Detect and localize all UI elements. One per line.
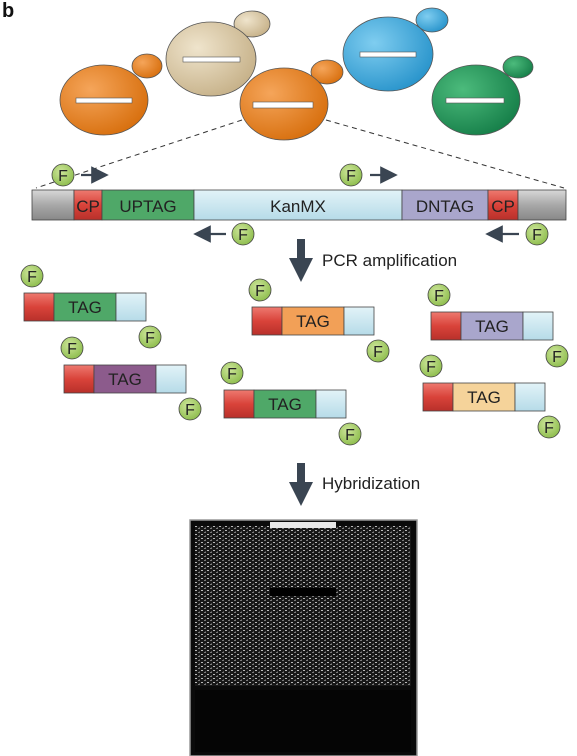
array-dark-band	[270, 588, 336, 596]
pcr-products: TAG F F TAG F F TAG F F TAG F F TAG F F TAG F F	[20, 264, 569, 446]
svg-text:F: F	[346, 168, 356, 185]
fluor-icon: F	[51, 163, 75, 187]
tag-product: TAG F F	[419, 354, 561, 439]
uptag-segment	[101, 189, 195, 221]
svg-text:F: F	[27, 269, 37, 286]
step-arrow-pcr	[289, 239, 313, 282]
fluor-icon: F	[419, 354, 443, 378]
svg-text:F: F	[426, 359, 436, 376]
svg-text:F: F	[58, 168, 68, 185]
tag-product: TAG F F	[220, 361, 362, 446]
cassette-fluors: F F F F	[51, 163, 549, 246]
hybridization-label: Hybridization	[322, 474, 421, 493]
fluor-icon: F	[366, 339, 390, 363]
tag-label: TAG	[108, 370, 142, 389]
cp-label-right: CP	[491, 197, 515, 216]
microarray-image	[189, 519, 418, 756]
fluor-icon: F	[220, 361, 244, 385]
fluor-icon: F	[138, 325, 162, 349]
fluor-icon: F	[537, 415, 561, 439]
fluor-icon: F	[525, 222, 549, 246]
svg-text:F: F	[227, 366, 237, 383]
dntag-label: DNTAG	[416, 197, 474, 216]
svg-text:F: F	[373, 344, 383, 361]
fluor-icon: F	[20, 264, 44, 288]
tag-product: TAG F F	[427, 283, 569, 368]
svg-text:F: F	[185, 402, 195, 419]
fluor-icon: F	[339, 163, 363, 187]
svg-text:F: F	[544, 420, 554, 437]
kanmx-segment	[193, 189, 403, 221]
svg-text:F: F	[238, 227, 248, 244]
yeast-cell-orange-center	[239, 59, 344, 141]
yeast-cells	[59, 7, 534, 141]
kanmx-label: KanMX	[270, 197, 326, 216]
yeast-cell-orange-left	[59, 53, 163, 136]
tag-product: TAG F F	[60, 336, 202, 421]
array-barcode	[270, 522, 336, 528]
svg-text:F: F	[67, 341, 77, 358]
svg-text:F: F	[532, 227, 542, 244]
tag-label: TAG	[296, 312, 330, 331]
tag-product: TAG F F	[248, 278, 390, 363]
fluor-icon: F	[60, 336, 84, 360]
tag-label: TAG	[475, 317, 509, 336]
tag-label: TAG	[467, 388, 501, 407]
tag-label: TAG	[268, 395, 302, 414]
flank-right	[517, 189, 567, 221]
pcr-amplification-label: PCR amplification	[322, 251, 458, 270]
fluor-icon: F	[427, 283, 451, 307]
svg-text:F: F	[552, 349, 562, 366]
uptag-label: UPTAG	[119, 197, 176, 216]
svg-text:F: F	[255, 283, 265, 300]
svg-text:F: F	[345, 427, 355, 444]
flank-left	[31, 189, 75, 221]
fluor-icon: F	[178, 397, 202, 421]
yeast-cell-green	[431, 55, 534, 136]
step-arrow-hybridization	[289, 463, 313, 506]
fluor-icon: F	[248, 278, 272, 302]
fluor-icon: F	[231, 222, 255, 246]
deletion-cassette: CP UPTAG KanMX DNTAG CP	[31, 189, 567, 221]
fluor-icon: F	[545, 344, 569, 368]
panel-label: b	[2, 0, 15, 22]
cp-segment-right	[487, 189, 519, 221]
primer-arrows	[81, 166, 519, 243]
yeast-cell-blue	[342, 7, 449, 92]
svg-text:F: F	[145, 330, 155, 347]
svg-text:F: F	[434, 288, 444, 305]
tag-product: TAG F F	[20, 264, 162, 349]
cp-label-left: CP	[76, 197, 100, 216]
fluor-icon: F	[338, 422, 362, 446]
cp-segment-left	[73, 189, 103, 221]
yeast-cell-tan	[165, 10, 271, 97]
tag-label: TAG	[68, 298, 102, 317]
